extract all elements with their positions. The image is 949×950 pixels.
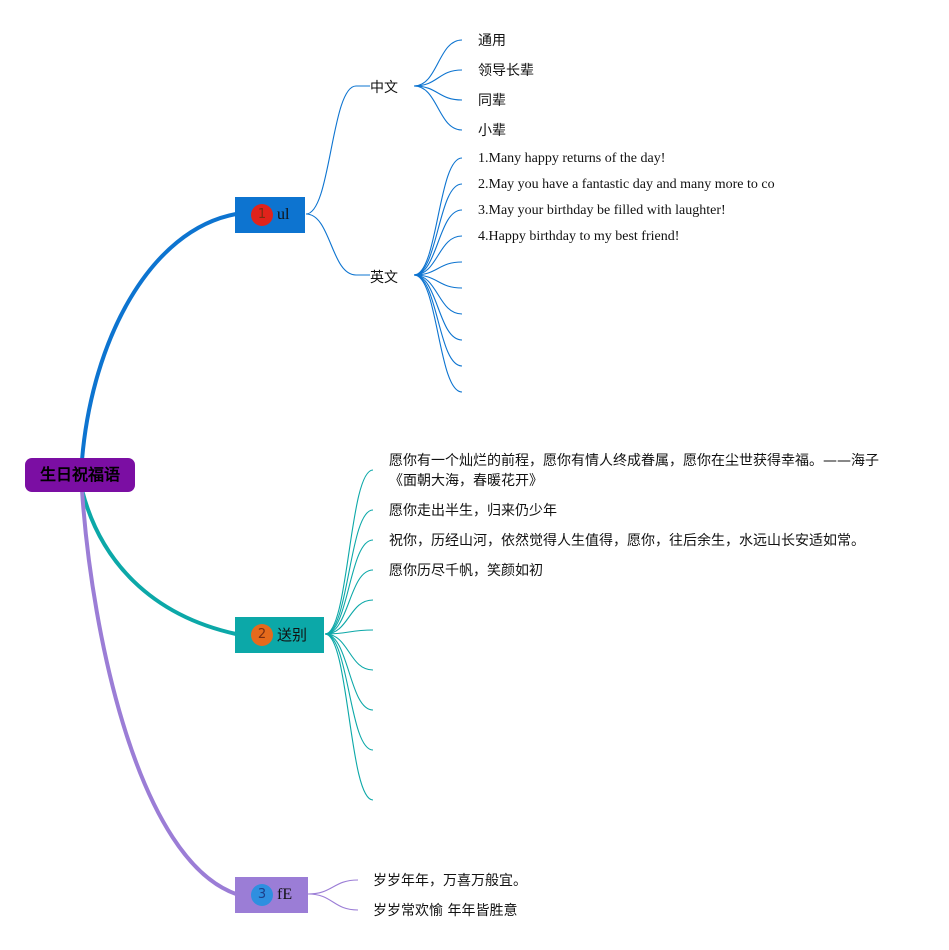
- leaf-english-4[interactable]: 4.Happy birthday to my best friend!: [478, 229, 680, 244]
- branch-1-number-badge: 1: [251, 204, 273, 226]
- connector-root-branch-1: [80, 212, 237, 461]
- thin-connector-22: [324, 629, 374, 635]
- thin-connector-10: [413, 235, 463, 276]
- leaf-english-3[interactable]: 3.May your birthday be filled with laugh…: [478, 203, 726, 218]
- leaf-farewell-1[interactable]: 愿你有一个灿烂的前程，愿你有情人终成眷属，愿你在尘世获得幸福。——海子: [389, 453, 879, 469]
- branch-3[interactable]: 3 fE: [235, 877, 308, 913]
- branch-1-label: ul: [277, 206, 290, 223]
- subtopic-english[interactable]: 英文: [370, 270, 398, 286]
- leaf-farewell-4[interactable]: 愿你历尽千帆，笑颜如初: [389, 563, 543, 579]
- central-topic-label: 生日祝福语: [39, 465, 120, 484]
- leaf-chinese-3[interactable]: 同辈: [478, 93, 506, 109]
- thin-connector-2: [305, 213, 370, 276]
- central-topic[interactable]: 生日祝福语: [25, 458, 135, 492]
- thin-connector-11: [413, 261, 463, 276]
- thin-connector-25: [324, 633, 374, 751]
- branch-3-label: fE: [277, 886, 293, 903]
- thin-connector-6: [413, 85, 463, 131]
- thin-connector-16: [413, 274, 463, 393]
- connector-root-branch-3: [80, 489, 237, 896]
- thin-connector-9: [413, 209, 463, 276]
- leaf-chinese-4[interactable]: 小辈: [478, 123, 506, 139]
- thin-connector-20: [324, 569, 374, 635]
- thin-connector-24: [324, 633, 374, 711]
- thin-connector-26: [324, 633, 374, 801]
- thin-connector-4: [413, 69, 463, 87]
- branch-1[interactable]: 1 ul: [235, 197, 305, 233]
- thin-connector-21: [324, 599, 374, 635]
- leaf-farewell-3[interactable]: 祝你，历经山河，依然觉得人生值得，愿你，往后余生，水远山长安适如常。: [389, 533, 865, 549]
- branch-3-number-badge: 3: [251, 884, 273, 906]
- thin-connector-3: [413, 39, 463, 87]
- leaf-wish-2[interactable]: 岁岁常欢愉 年年皆胜意: [373, 903, 518, 919]
- thin-connector-19: [324, 539, 374, 635]
- thin-connector-23: [324, 633, 374, 671]
- thin-connector-17: [324, 469, 374, 635]
- leaf-chinese-1[interactable]: 通用: [478, 33, 506, 49]
- subtopic-chinese[interactable]: 中文: [370, 80, 398, 96]
- branch-2-number-badge: 2: [251, 624, 273, 646]
- leaf-wish-1[interactable]: 岁岁年年，万喜万般宜。: [373, 873, 527, 889]
- thin-connector-15: [413, 274, 463, 367]
- thin-connector-8: [413, 183, 463, 276]
- thin-connectors: [305, 39, 463, 911]
- thin-connector-13: [413, 274, 463, 315]
- leaf-english-1[interactable]: 1.Many happy returns of the day!: [478, 151, 666, 166]
- thin-connector-7: [413, 157, 463, 276]
- thin-connector-14: [413, 274, 463, 341]
- leaf-chinese-2[interactable]: 领导长辈: [478, 63, 534, 79]
- thin-connector-27: [307, 879, 359, 895]
- branch-2-label: 送别: [277, 626, 308, 644]
- leaf-farewell-2[interactable]: 愿你走出半生，归来仍少年: [389, 503, 557, 519]
- thin-connector-18: [324, 509, 374, 635]
- leaf-farewell-1-cont[interactable]: 《面朝大海，春暖花开》: [389, 473, 543, 489]
- thin-connector-1: [305, 85, 370, 215]
- leaf-english-2[interactable]: 2.May you have a fantastic day and many …: [478, 177, 775, 192]
- thin-connector-28: [307, 893, 359, 911]
- connector-root-branch-2: [80, 489, 237, 636]
- branch-2[interactable]: 2 送别: [235, 617, 324, 653]
